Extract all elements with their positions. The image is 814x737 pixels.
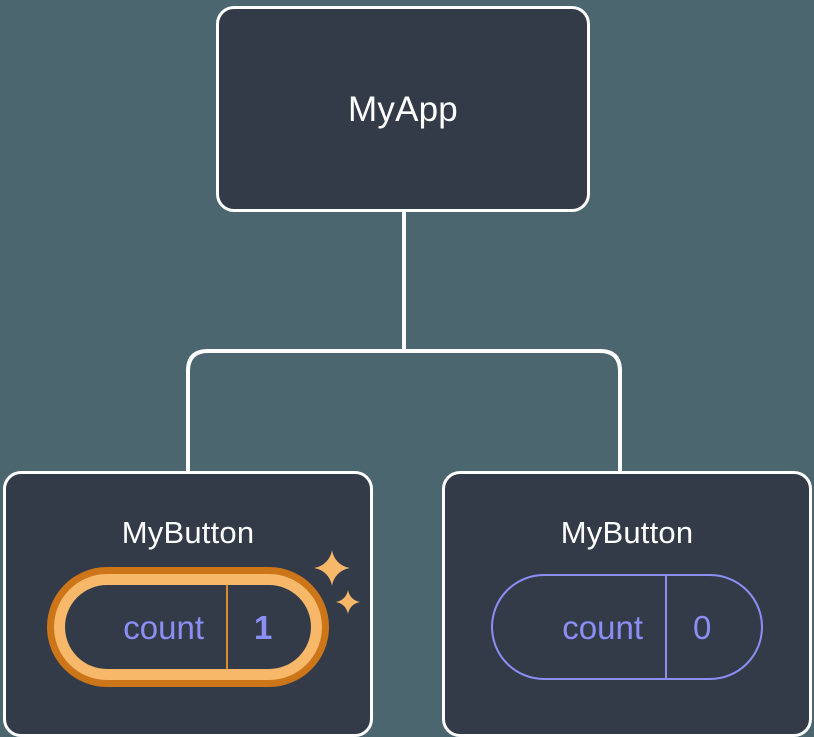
node-mybutton-2[interactable]: MyButton count 0 [442, 471, 812, 737]
node-mybutton-2-title: MyButton [560, 515, 694, 550]
node-mybutton-1-title: MyButton [121, 515, 255, 550]
state-pill-2-value: 0 [665, 576, 761, 678]
state-pill-2-wrapper: count 0 [491, 574, 763, 680]
connector-branch-bar [186, 349, 622, 471]
state-pill-1-value: 1 [226, 585, 311, 669]
state-pill-1[interactable]: count 1 [54, 574, 322, 680]
sparkle-group [314, 550, 374, 628]
node-myapp[interactable]: MyApp [216, 6, 590, 212]
state-pill-1-wrapper: count 1 [54, 550, 360, 680]
sparkle-large-icon [314, 550, 350, 586]
node-myapp-title: MyApp [348, 89, 458, 129]
state-pill-1-label: count [123, 608, 204, 646]
state-pill-2[interactable]: count 0 [491, 574, 763, 680]
node-mybutton-1[interactable]: MyButton count 1 [3, 471, 373, 737]
state-pill-2-label: count [562, 608, 643, 646]
sparkle-small-icon [336, 590, 360, 614]
